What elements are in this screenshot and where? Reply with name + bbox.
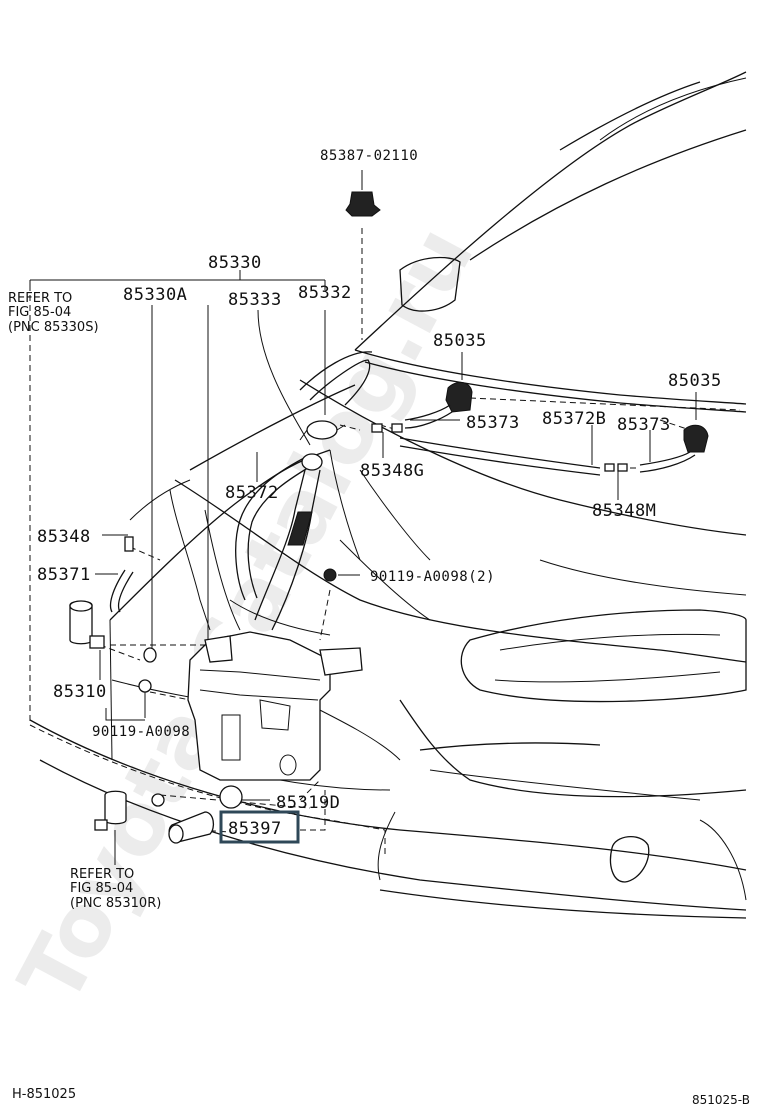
label-85319d[interactable]: 85319D <box>276 793 340 813</box>
label-85333[interactable]: 85333 <box>228 290 282 310</box>
label-85348g[interactable]: 85348G <box>360 461 424 481</box>
part-labels: 85387-02110 85330 85330A 85333 85332 850… <box>37 148 722 844</box>
refer-top-line2: FIG 85-04 <box>8 305 71 320</box>
refer-note-top: REFER TO FIG 85-04 (PNC 85330S) <box>8 291 99 335</box>
label-85330a[interactable]: 85330A <box>123 285 187 305</box>
car-body-outline <box>29 71 747 919</box>
highlight-box <box>219 810 300 844</box>
label-85035-right[interactable]: 85035 <box>668 371 722 391</box>
label-90119-a0098[interactable]: 90119-A0098 <box>92 724 190 740</box>
nozzle-85035-left <box>445 382 473 413</box>
leader-lines <box>29 170 697 865</box>
clip-85387 <box>345 191 381 217</box>
footer-left-code: H-851025 <box>12 1087 76 1102</box>
label-85330[interactable]: 85330 <box>208 253 262 273</box>
label-85035-left[interactable]: 85035 <box>433 331 487 351</box>
label-85372b[interactable]: 85372B <box>542 409 606 429</box>
parts <box>69 191 709 844</box>
label-85348[interactable]: 85348 <box>37 527 91 547</box>
label-90119-a0098-2[interactable]: 90119-A0098(2) <box>370 569 495 585</box>
label-85373-right[interactable]: 85373 <box>617 415 671 435</box>
refer-bottom-line2: FIG 85-04 <box>70 881 133 896</box>
footer-right-code: 851025-B <box>692 1093 750 1107</box>
refer-bottom-line1: REFER TO <box>70 867 134 882</box>
label-85372[interactable]: 85372 <box>225 483 279 503</box>
label-85373-left[interactable]: 85373 <box>466 413 520 433</box>
label-85332[interactable]: 85332 <box>298 283 352 303</box>
refer-bottom-line3: (PNC 85310R) <box>70 896 161 911</box>
label-85397[interactable]: 85397 <box>228 819 282 839</box>
refer-top-line1: REFER TO <box>8 291 72 306</box>
refer-top-line3: (PNC 85330S) <box>8 320 99 335</box>
label-85387-02110[interactable]: 85387-02110 <box>320 148 418 164</box>
check-valve-85332 <box>306 420 338 440</box>
label-85348m[interactable]: 85348M <box>592 501 656 521</box>
nozzle-85035-right <box>683 424 709 453</box>
label-85371[interactable]: 85371 <box>37 565 91 585</box>
label-85310[interactable]: 85310 <box>53 682 107 702</box>
washer-tank-85330 <box>187 631 331 781</box>
refer-note-bottom: REFER TO FIG 85-04 (PNC 85310R) <box>70 867 161 911</box>
